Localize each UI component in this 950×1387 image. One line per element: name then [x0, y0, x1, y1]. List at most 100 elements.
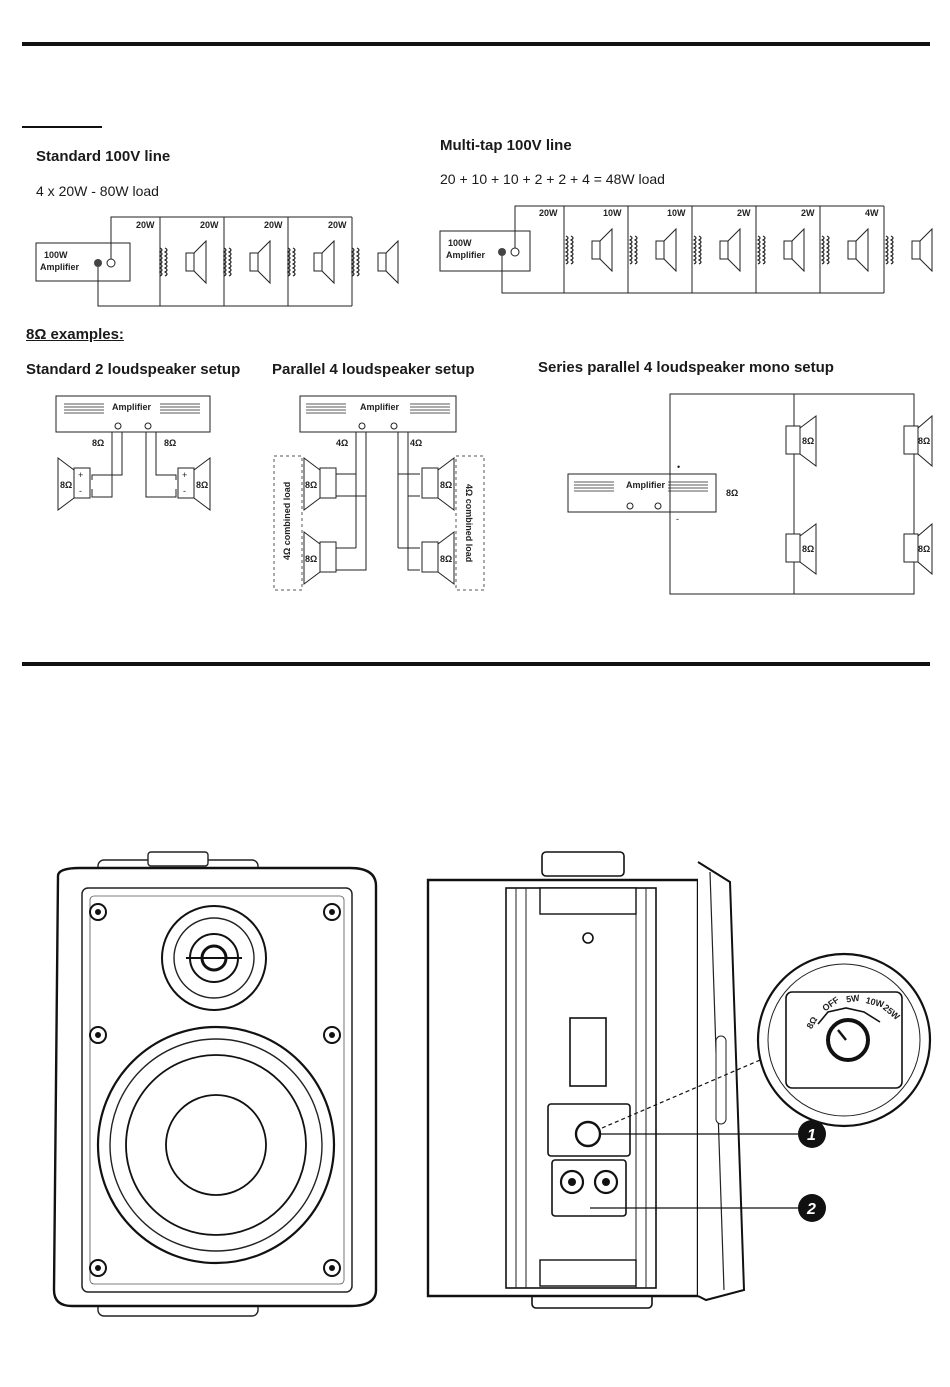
speaker-label: 8Ω	[60, 480, 72, 490]
line-label: 8Ω	[92, 438, 104, 448]
speaker-terminal	[559, 1169, 585, 1195]
tap-position-label: 10W	[865, 995, 886, 1010]
speaker-right: +-	[177, 457, 211, 511]
screw-icon	[323, 903, 341, 921]
top-rule	[22, 42, 930, 46]
tap-selector-inset: 8Ω OFF 5W 10W 25W	[756, 952, 932, 1128]
amp-label-name: Amplifier	[446, 250, 486, 260]
speaker-s4	[903, 522, 933, 576]
mt-tap-3	[693, 228, 741, 272]
tweeter	[161, 905, 267, 1011]
speaker-front-view	[52, 851, 378, 1317]
standard-100v-subtitle: 4 x 20W - 80W load	[36, 183, 159, 199]
speaker-label: 8Ω	[918, 436, 930, 446]
callout-1: 1	[798, 1120, 826, 1148]
speaker-label: 8Ω	[918, 544, 930, 554]
mt-tap-label: 2W	[737, 208, 751, 218]
tap-selector-knob	[574, 1120, 602, 1148]
screw-icon	[323, 1259, 341, 1277]
amp-label-power: 100W	[44, 250, 68, 260]
multitap-title: Multi-tap 100V line	[440, 137, 572, 154]
svg-text:+: +	[78, 470, 83, 480]
line-label: 4Ω	[336, 438, 348, 448]
speaker-rear-view	[426, 851, 798, 1309]
middle-rule	[22, 662, 930, 666]
svg-text:•: •	[677, 462, 680, 472]
svg-text:+: +	[182, 470, 187, 480]
tap-position-label: 5W	[845, 993, 860, 1005]
combined-load-label: 4Ω combined load	[282, 482, 292, 560]
mt-tap-6	[885, 228, 933, 272]
mt-tap-2	[629, 228, 677, 272]
std-tap-label: 20W	[328, 220, 347, 230]
svg-text:-: -	[183, 486, 186, 496]
amp-terminal-neg	[94, 259, 102, 267]
screw-icon	[89, 903, 107, 921]
std-tap-4	[351, 240, 399, 284]
amplifier-label: Amplifier	[112, 402, 152, 412]
speaker-label: 8Ω	[305, 480, 317, 490]
amp-label-power: 100W	[448, 238, 472, 248]
standard-100v-title: Standard 100V line	[36, 148, 171, 165]
series4-title: Series parallel 4 loudspeaker mono setup	[538, 359, 834, 376]
load-label: 8Ω	[726, 488, 738, 498]
std-tap-1	[159, 217, 225, 306]
mt-tap-4	[757, 228, 805, 272]
speaker-terminal	[593, 1169, 619, 1195]
parallel4-title: Parallel 4 loudspeaker setup	[272, 361, 475, 378]
speaker-label: 8Ω	[440, 554, 452, 564]
section-underline	[22, 126, 102, 128]
speaker-label: 8Ω	[305, 554, 317, 564]
amplifier-box	[299, 395, 457, 433]
multitap-diagram: 100W Amplifier 20W 10W 10W 2W 2W 4W	[439, 205, 933, 294]
mt-tap-label: 10W	[667, 208, 686, 218]
svg-text:-: -	[79, 486, 82, 496]
multitap-subtitle: 20 + 10 + 10 + 2 + 2 + 4 = 48W load	[440, 171, 665, 187]
speaker-p1	[303, 457, 337, 511]
screw-icon	[323, 1026, 341, 1044]
speaker-s2	[785, 523, 817, 575]
line-label: 4Ω	[410, 438, 422, 448]
std-tap-3	[287, 217, 353, 306]
svg-text:2: 2	[806, 1201, 816, 1218]
speaker-left: +-	[57, 457, 91, 511]
mt-tap-label: 2W	[801, 208, 815, 218]
speaker-p2	[303, 531, 337, 585]
mt-tap-5	[821, 228, 869, 272]
parallel4-diagram: Amplifier 4Ω 4Ω 4Ω combined load 4Ω comb…	[273, 395, 485, 591]
speaker-label: 8Ω	[802, 544, 814, 554]
amplifier-box	[567, 473, 717, 513]
amplifier-label: Amplifier	[626, 480, 666, 490]
callout-2: 2	[798, 1194, 826, 1222]
speaker-label: 8Ω	[802, 436, 814, 446]
amp-terminal-pos	[106, 258, 116, 268]
combined-load-label: 4Ω combined load	[464, 484, 474, 562]
standard-100v-diagram: 100W Amplifier 20W 20W 20W 20W	[35, 216, 399, 307]
line-label: 8Ω	[164, 438, 176, 448]
mt-tap-1	[565, 228, 613, 272]
svg-text:1: 1	[807, 1127, 816, 1144]
screw-icon	[89, 1026, 107, 1044]
screw-icon	[89, 1259, 107, 1277]
woofer	[96, 1025, 336, 1265]
ohm8-heading: 8Ω examples:	[26, 326, 124, 343]
mt-tap-label: 10W	[603, 208, 622, 218]
mt-tap-label: 20W	[539, 208, 558, 218]
std-tap-label: 20W	[136, 220, 155, 230]
amplifier-label: Amplifier	[360, 402, 400, 412]
tap-selector-knob-zoom	[826, 1018, 870, 1062]
amp-label-name: Amplifier	[40, 262, 80, 272]
series4-diagram: Amplifier 8Ω • - 8Ω 8Ω 8Ω 8Ω	[567, 393, 933, 595]
std-tap-label: 20W	[264, 220, 283, 230]
speaker-p3	[421, 457, 455, 511]
speaker-s3	[903, 414, 933, 468]
speaker-p4	[421, 531, 455, 585]
mt-tap-label: 4W	[865, 208, 879, 218]
std-tap-label: 20W	[200, 220, 219, 230]
standard2-title: Standard 2 loudspeaker setup	[26, 361, 241, 378]
speaker-label: 8Ω	[196, 480, 208, 490]
amplifier-box	[55, 395, 211, 433]
svg-text:-: -	[676, 514, 679, 524]
speaker-label: 8Ω	[440, 480, 452, 490]
